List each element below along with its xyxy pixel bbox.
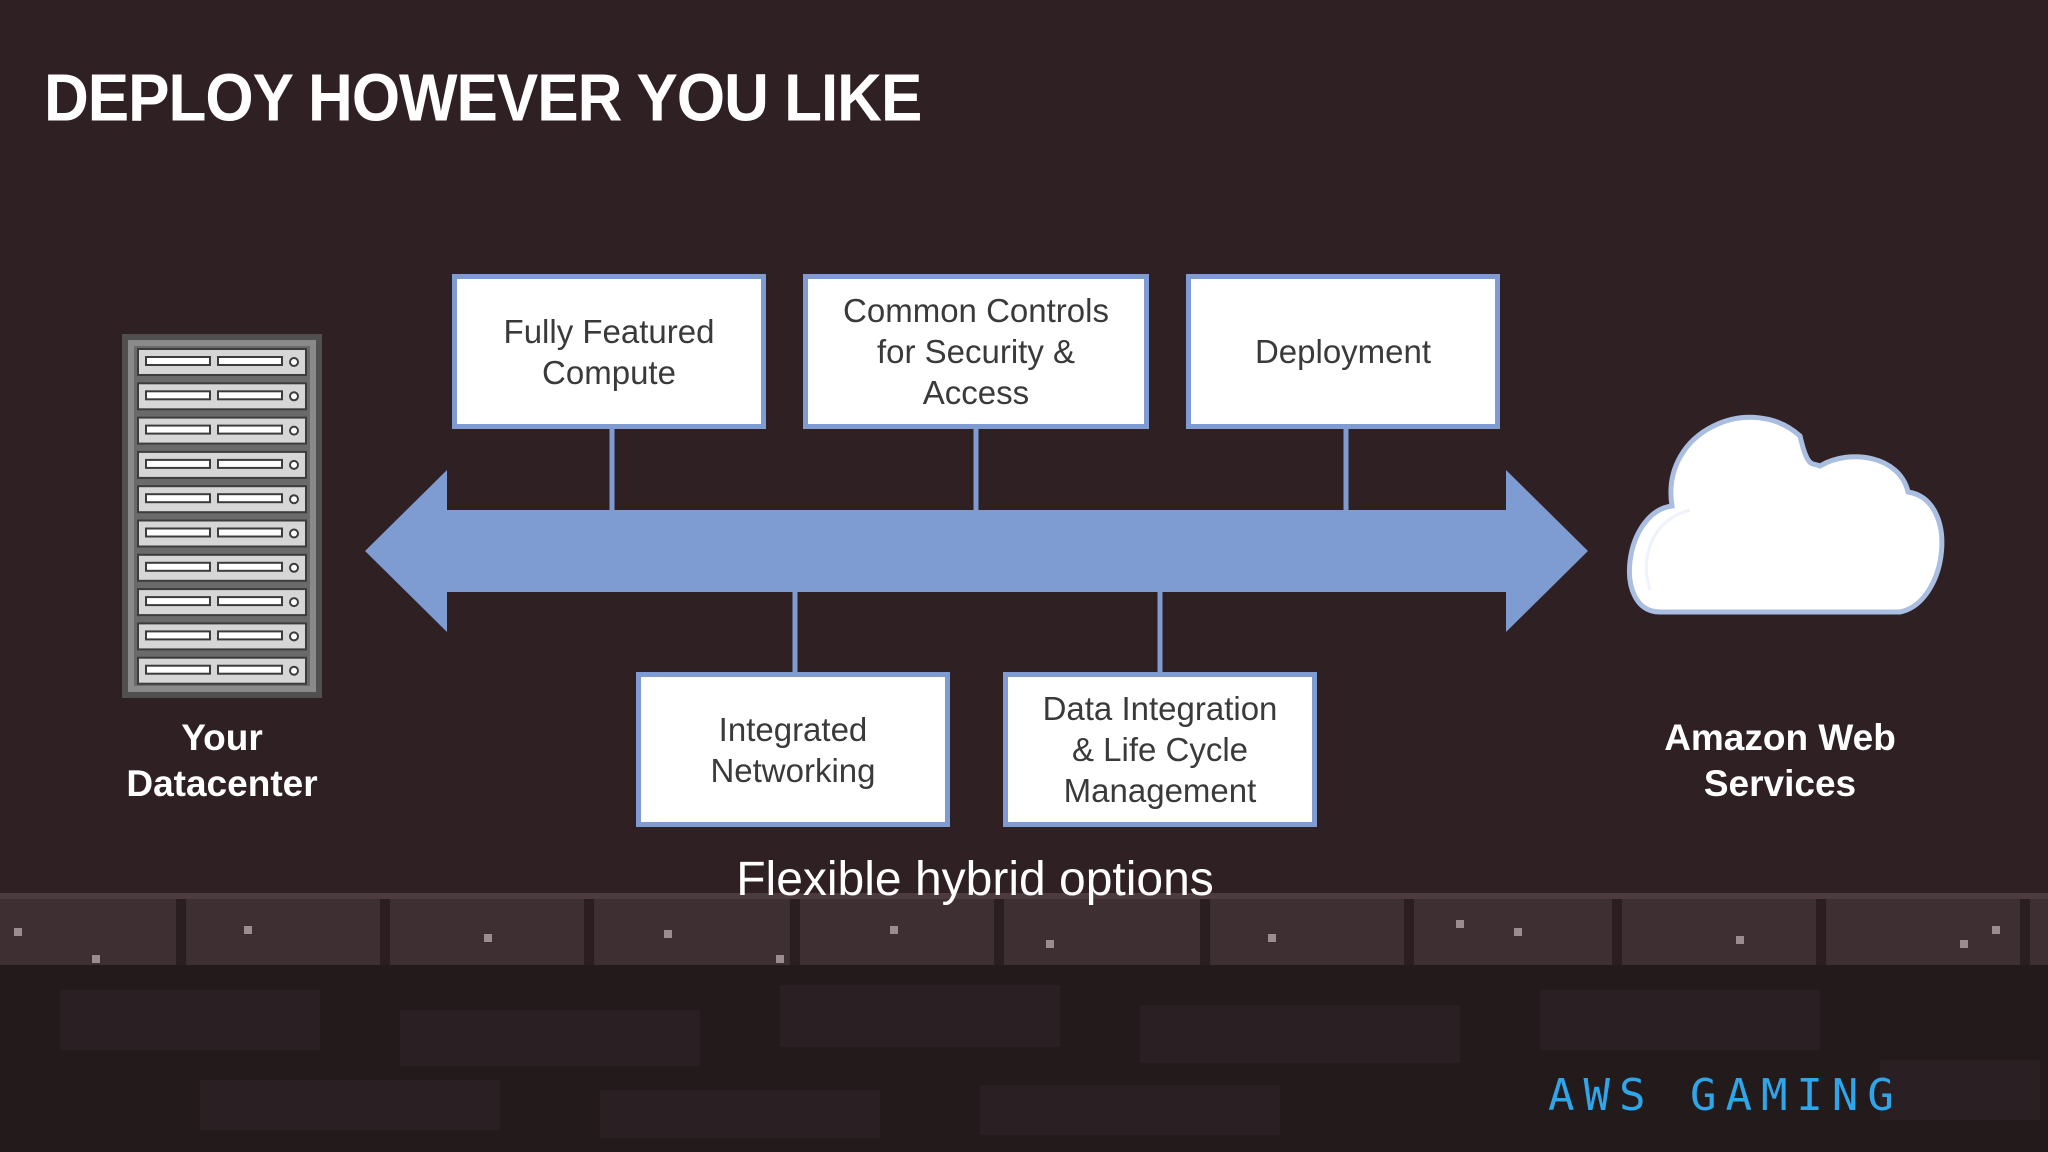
server-rack-icon: [122, 334, 322, 698]
caption-flexible-hybrid: Flexible hybrid options: [736, 853, 1214, 906]
brick-wall-decoration: [0, 893, 2048, 1152]
brand-aws-gaming: AWS GAMING: [1548, 1070, 1903, 1121]
double-headed-arrow: [365, 470, 1588, 632]
box-data-integration: Data Integration & Life Cycle Management: [1003, 672, 1317, 827]
connector-lines: [609, 424, 1349, 676]
label-amazon-web-services: Amazon Web Services: [1664, 717, 1896, 804]
label-your-datacenter: Your Datacenter: [126, 717, 318, 804]
box-common-controls: Common Controls for Security & Access: [803, 274, 1149, 429]
box-fully-featured-compute: Fully Featured Compute: [452, 274, 766, 429]
cloud-icon: [1627, 414, 1945, 615]
slide-title: DEPLOY HOWEVER YOU LIKE: [44, 61, 922, 136]
box-integrated-networking: Integrated Networking: [636, 672, 950, 827]
box-deployment: Deployment: [1186, 274, 1500, 429]
